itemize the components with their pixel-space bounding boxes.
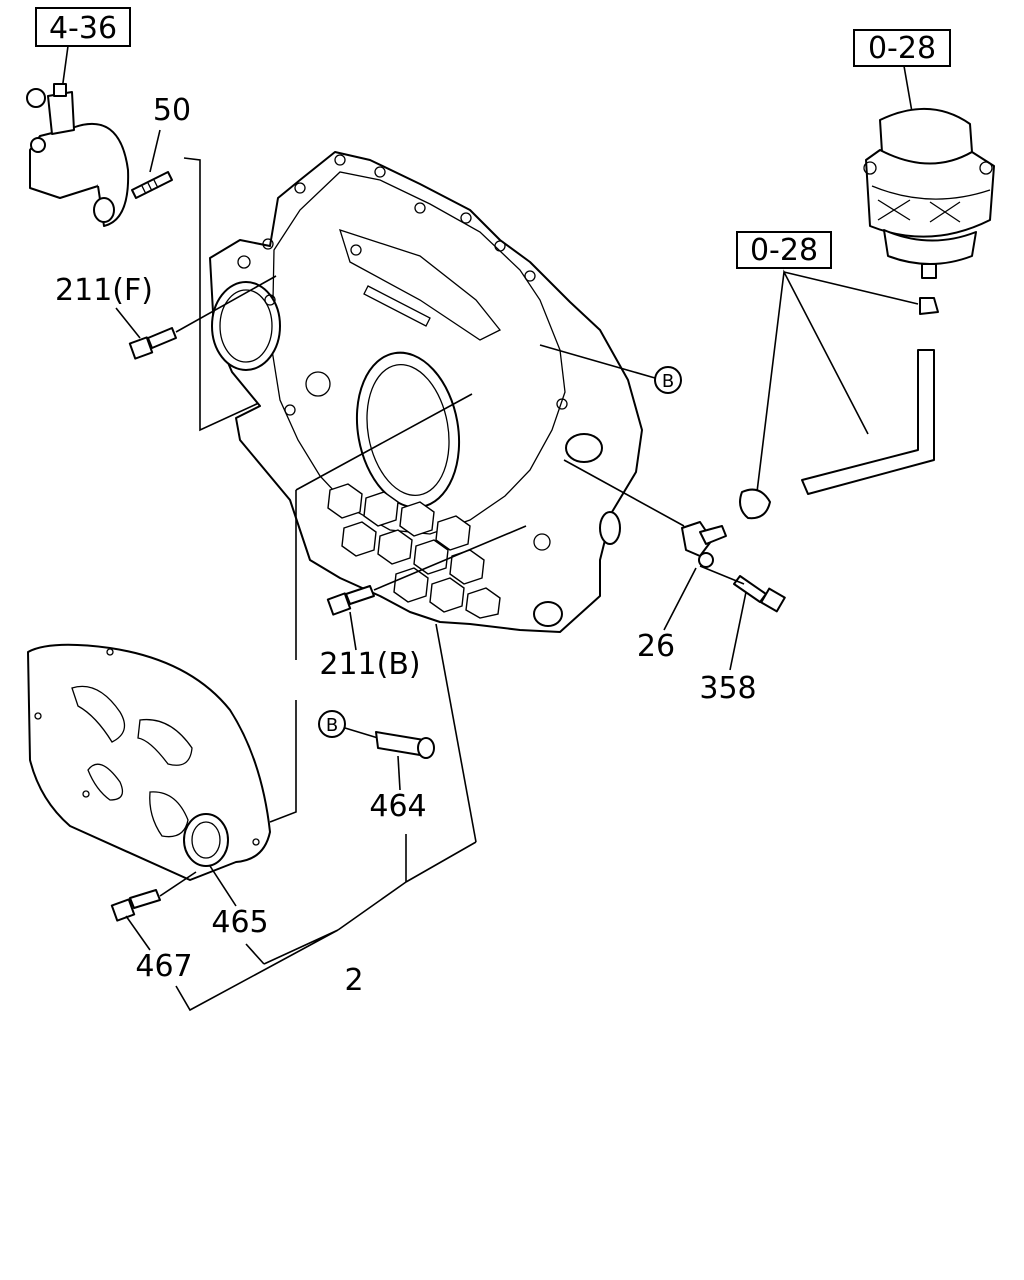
ref-label-4-36: 4-36	[49, 11, 117, 46]
air-breather-canister	[863, 108, 995, 279]
breather-hose	[739, 297, 939, 520]
pump-assembly	[26, 83, 130, 227]
ref-box-4-36[interactable]: 4-36	[35, 7, 131, 47]
ref-box-0-28-mid[interactable]: 0-28	[736, 231, 832, 269]
bolt-358	[733, 575, 786, 613]
pin-464	[375, 731, 435, 759]
marker-b-right-label: B	[662, 371, 674, 392]
bolt-211f	[128, 327, 177, 360]
marker-b-right[interactable]: B	[654, 366, 682, 394]
stud-50	[131, 171, 173, 199]
ref-label-0-28-top: 0-28	[868, 31, 936, 66]
bolt-211b	[326, 585, 375, 616]
bolt-467	[110, 889, 161, 922]
label-467[interactable]: 467	[135, 949, 192, 984]
ref-label-0-28-mid: 0-28	[750, 233, 818, 268]
label-211b[interactable]: 211(B)	[319, 647, 420, 682]
flywheel-housing	[209, 151, 643, 633]
label-211f[interactable]: 211(F)	[55, 273, 153, 308]
label-358[interactable]: 358	[699, 671, 756, 706]
sensor-26	[681, 521, 727, 568]
cover-plate	[27, 643, 271, 881]
label-26[interactable]: 26	[637, 629, 675, 664]
marker-b-left[interactable]: B	[318, 710, 346, 738]
label-50[interactable]: 50	[153, 93, 191, 128]
label-465[interactable]: 465	[211, 905, 268, 940]
label-2[interactable]: 2	[344, 963, 363, 998]
label-464[interactable]: 464	[369, 789, 426, 824]
marker-b-left-label: B	[326, 715, 338, 736]
ref-box-0-28-top[interactable]: 0-28	[853, 29, 951, 67]
